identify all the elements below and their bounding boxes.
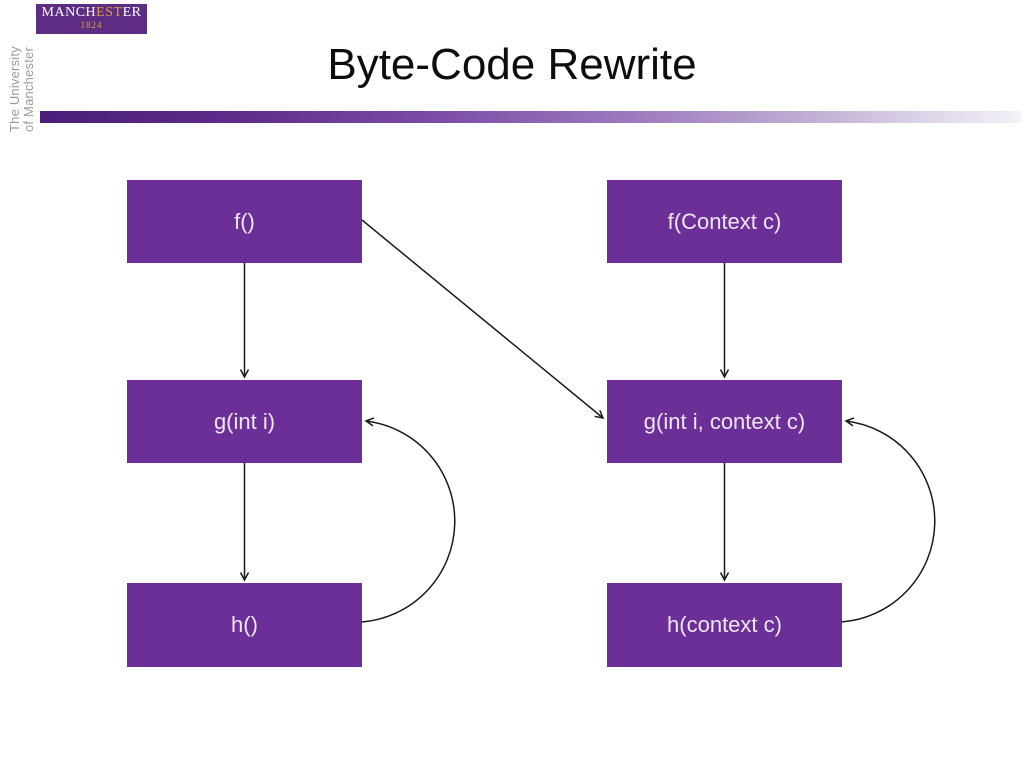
node-f-context-label: f(Context c) (667, 208, 782, 234)
gradient-divider-bar (40, 111, 1021, 123)
logo-wordmark-highlight: EST (96, 5, 123, 20)
university-logo: MANCHESTER 1824 (36, 4, 147, 34)
node-f-plain: f() (127, 180, 362, 263)
node-h-plain: h() (127, 583, 362, 667)
logo-wordmark-end: ER (122, 5, 142, 20)
node-g-context-label: g(int i, context c) (643, 408, 806, 434)
node-f-plain-label: f() (234, 208, 255, 234)
node-g-plain: g(int i) (127, 380, 362, 463)
node-h-plain-label: h() (231, 612, 258, 637)
logo-wordmark: MANCHESTER (36, 4, 147, 21)
edge-h-plain-to-g-plain-curved (360, 421, 456, 623)
logo-wordmark-start: MANCH (41, 5, 97, 20)
logo-year: 1824 (80, 20, 103, 30)
node-h-context-label: h(context c) (667, 612, 782, 637)
node-h-context: h(context c) (607, 583, 842, 667)
edge-h-context-to-g-context-curved (840, 421, 936, 623)
node-f-context: f(Context c) (607, 180, 842, 263)
node-g-context: g(int i, context c) (607, 380, 842, 463)
node-g-plain-label: g(int i) (213, 408, 276, 434)
edge-f-plain-to-g-context-diagonal (361, 219, 603, 418)
slide-title: Byte-Code Rewrite (327, 40, 697, 89)
